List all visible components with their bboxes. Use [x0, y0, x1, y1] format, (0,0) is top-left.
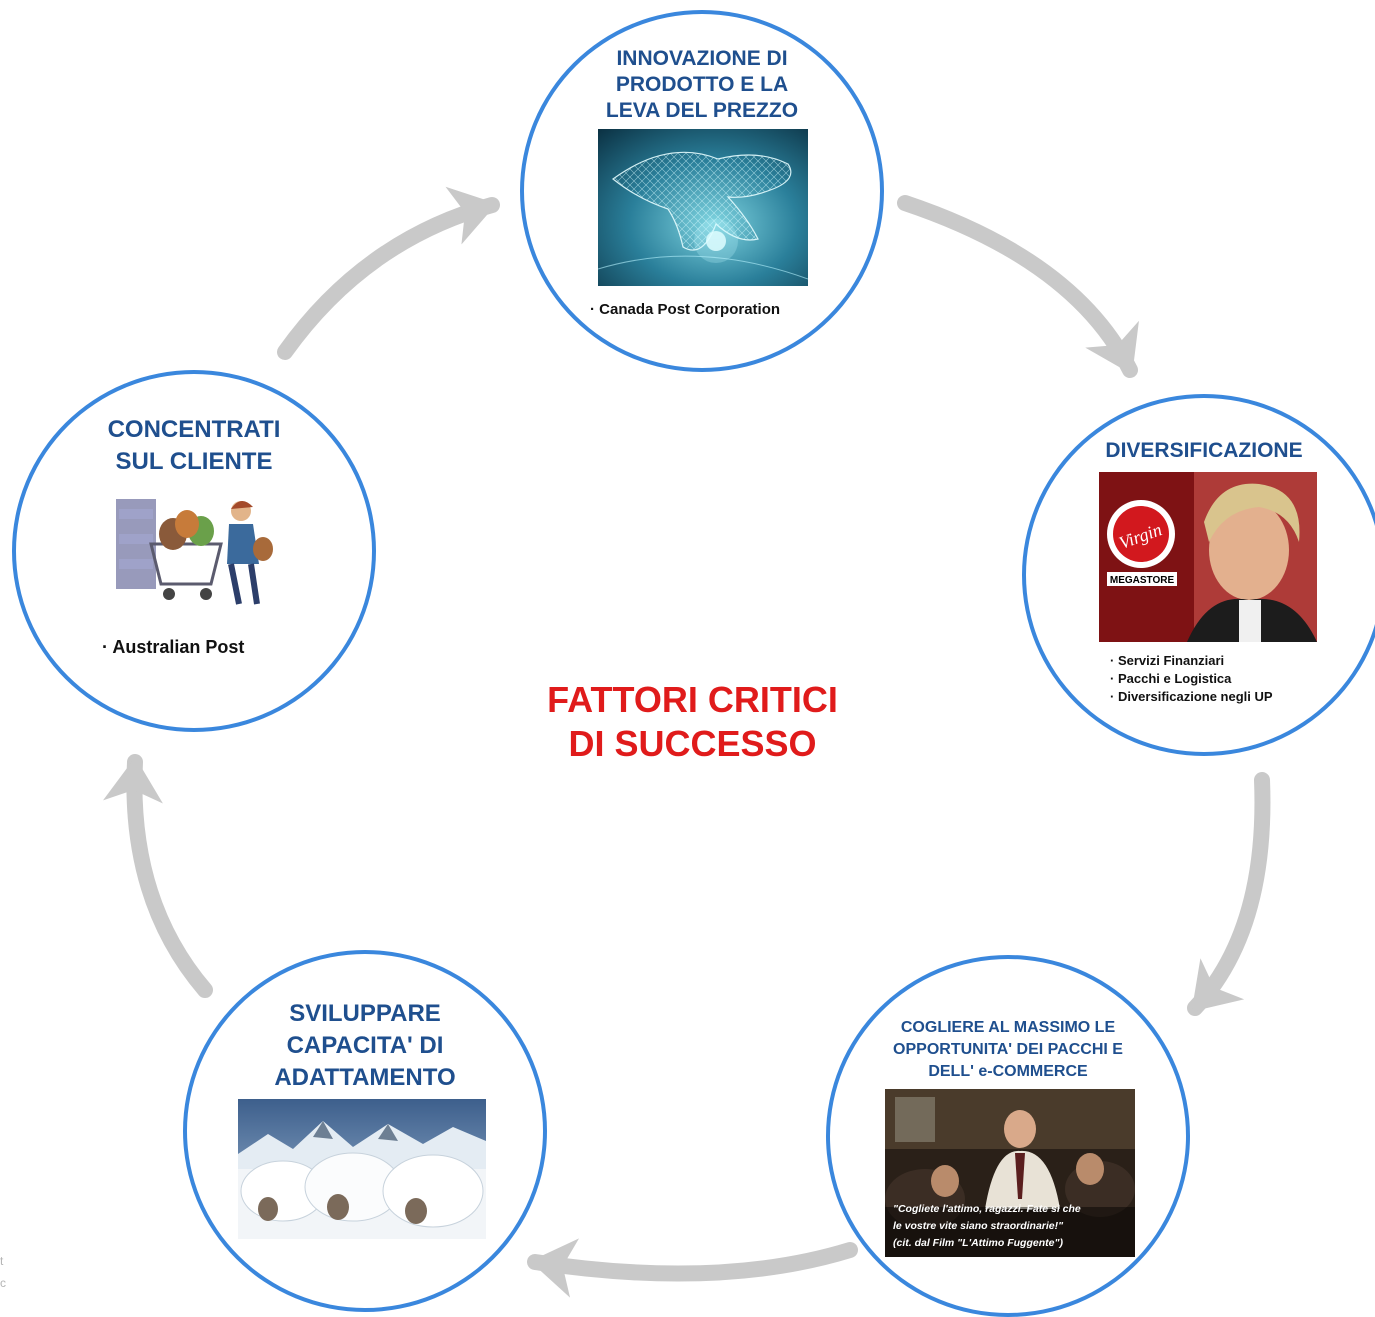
shopper-illustration: [111, 489, 283, 617]
list-item: Canada Post Corporation: [590, 300, 780, 320]
node-diversificazione: DIVERSIFICAZIONE Virgin MEGASTORE Serviz…: [1022, 394, 1375, 756]
node-innovazione: INNOVAZIONE DI PRODOTTO E LA LEVA DEL PR…: [520, 10, 884, 372]
wireframe-hand-image: [598, 129, 808, 286]
node-title-innovazione: INNOVAZIONE DI PRODOTTO E LA LEVA DEL PR…: [605, 47, 799, 122]
corner-text: t c: [0, 1254, 6, 1290]
virgin-megastore-image: Virgin MEGASTORE: [1099, 472, 1317, 642]
igloos-image: [238, 1099, 486, 1239]
film-quote: "Cogliete l'attimo, ragazzi. Fate sì che…: [893, 1203, 1081, 1249]
classroom-film-image: "Cogliete l'attimo, ragazzi. Fate sì che…: [885, 1089, 1135, 1257]
list-item: Pacchi e Logistica: [1110, 670, 1273, 688]
node-title-cogliere: COGLIERE AL MASSIMO LE OPPORTUNITA' DEI …: [893, 1019, 1123, 1080]
arrow-cogliere-to-sviluppare: [527, 1238, 858, 1298]
node-cogliere: COGLIERE AL MASSIMO LE OPPORTUNITA' DEI …: [826, 955, 1190, 1317]
node-sviluppare: SVILUPPARE CAPACITA' DI ADATTAMENTO: [183, 950, 547, 1312]
arrow-sviluppare-to-concentrati: [103, 754, 213, 998]
list-item: Diversificazione negli UP: [1110, 688, 1273, 706]
megastore-sign-text: MEGASTORE: [1110, 575, 1175, 586]
node-list-diversificazione: Servizi Finanziari Pacchi e Logistica Di…: [1110, 652, 1273, 706]
node-title-sviluppare: SVILUPPARE CAPACITA' DI ADATTAMENTO: [274, 1000, 456, 1091]
list-item: Australian Post: [102, 636, 244, 658]
arrow-concentrati-to-innovazione: [277, 186, 500, 360]
list-item: Servizi Finanziari: [1110, 652, 1273, 670]
node-list-innovazione: Canada Post Corporation: [590, 300, 780, 320]
node-list-concentrati: Australian Post: [102, 636, 244, 658]
node-title-concentrati: CONCENTRATI SUL CLIENTE: [107, 416, 281, 475]
arrow-innovazione-to-diversificazione: [897, 195, 1139, 378]
node-concentrati: CONCENTRATI SUL CLIENTE: [12, 370, 376, 732]
diagram-title: FATTORI CRITICI DI SUCCESSO: [547, 679, 838, 764]
arrow-diversificazione-to-cogliere: [1187, 772, 1271, 1016]
node-title-diversificazione: DIVERSIFICAZIONE: [1105, 439, 1303, 462]
